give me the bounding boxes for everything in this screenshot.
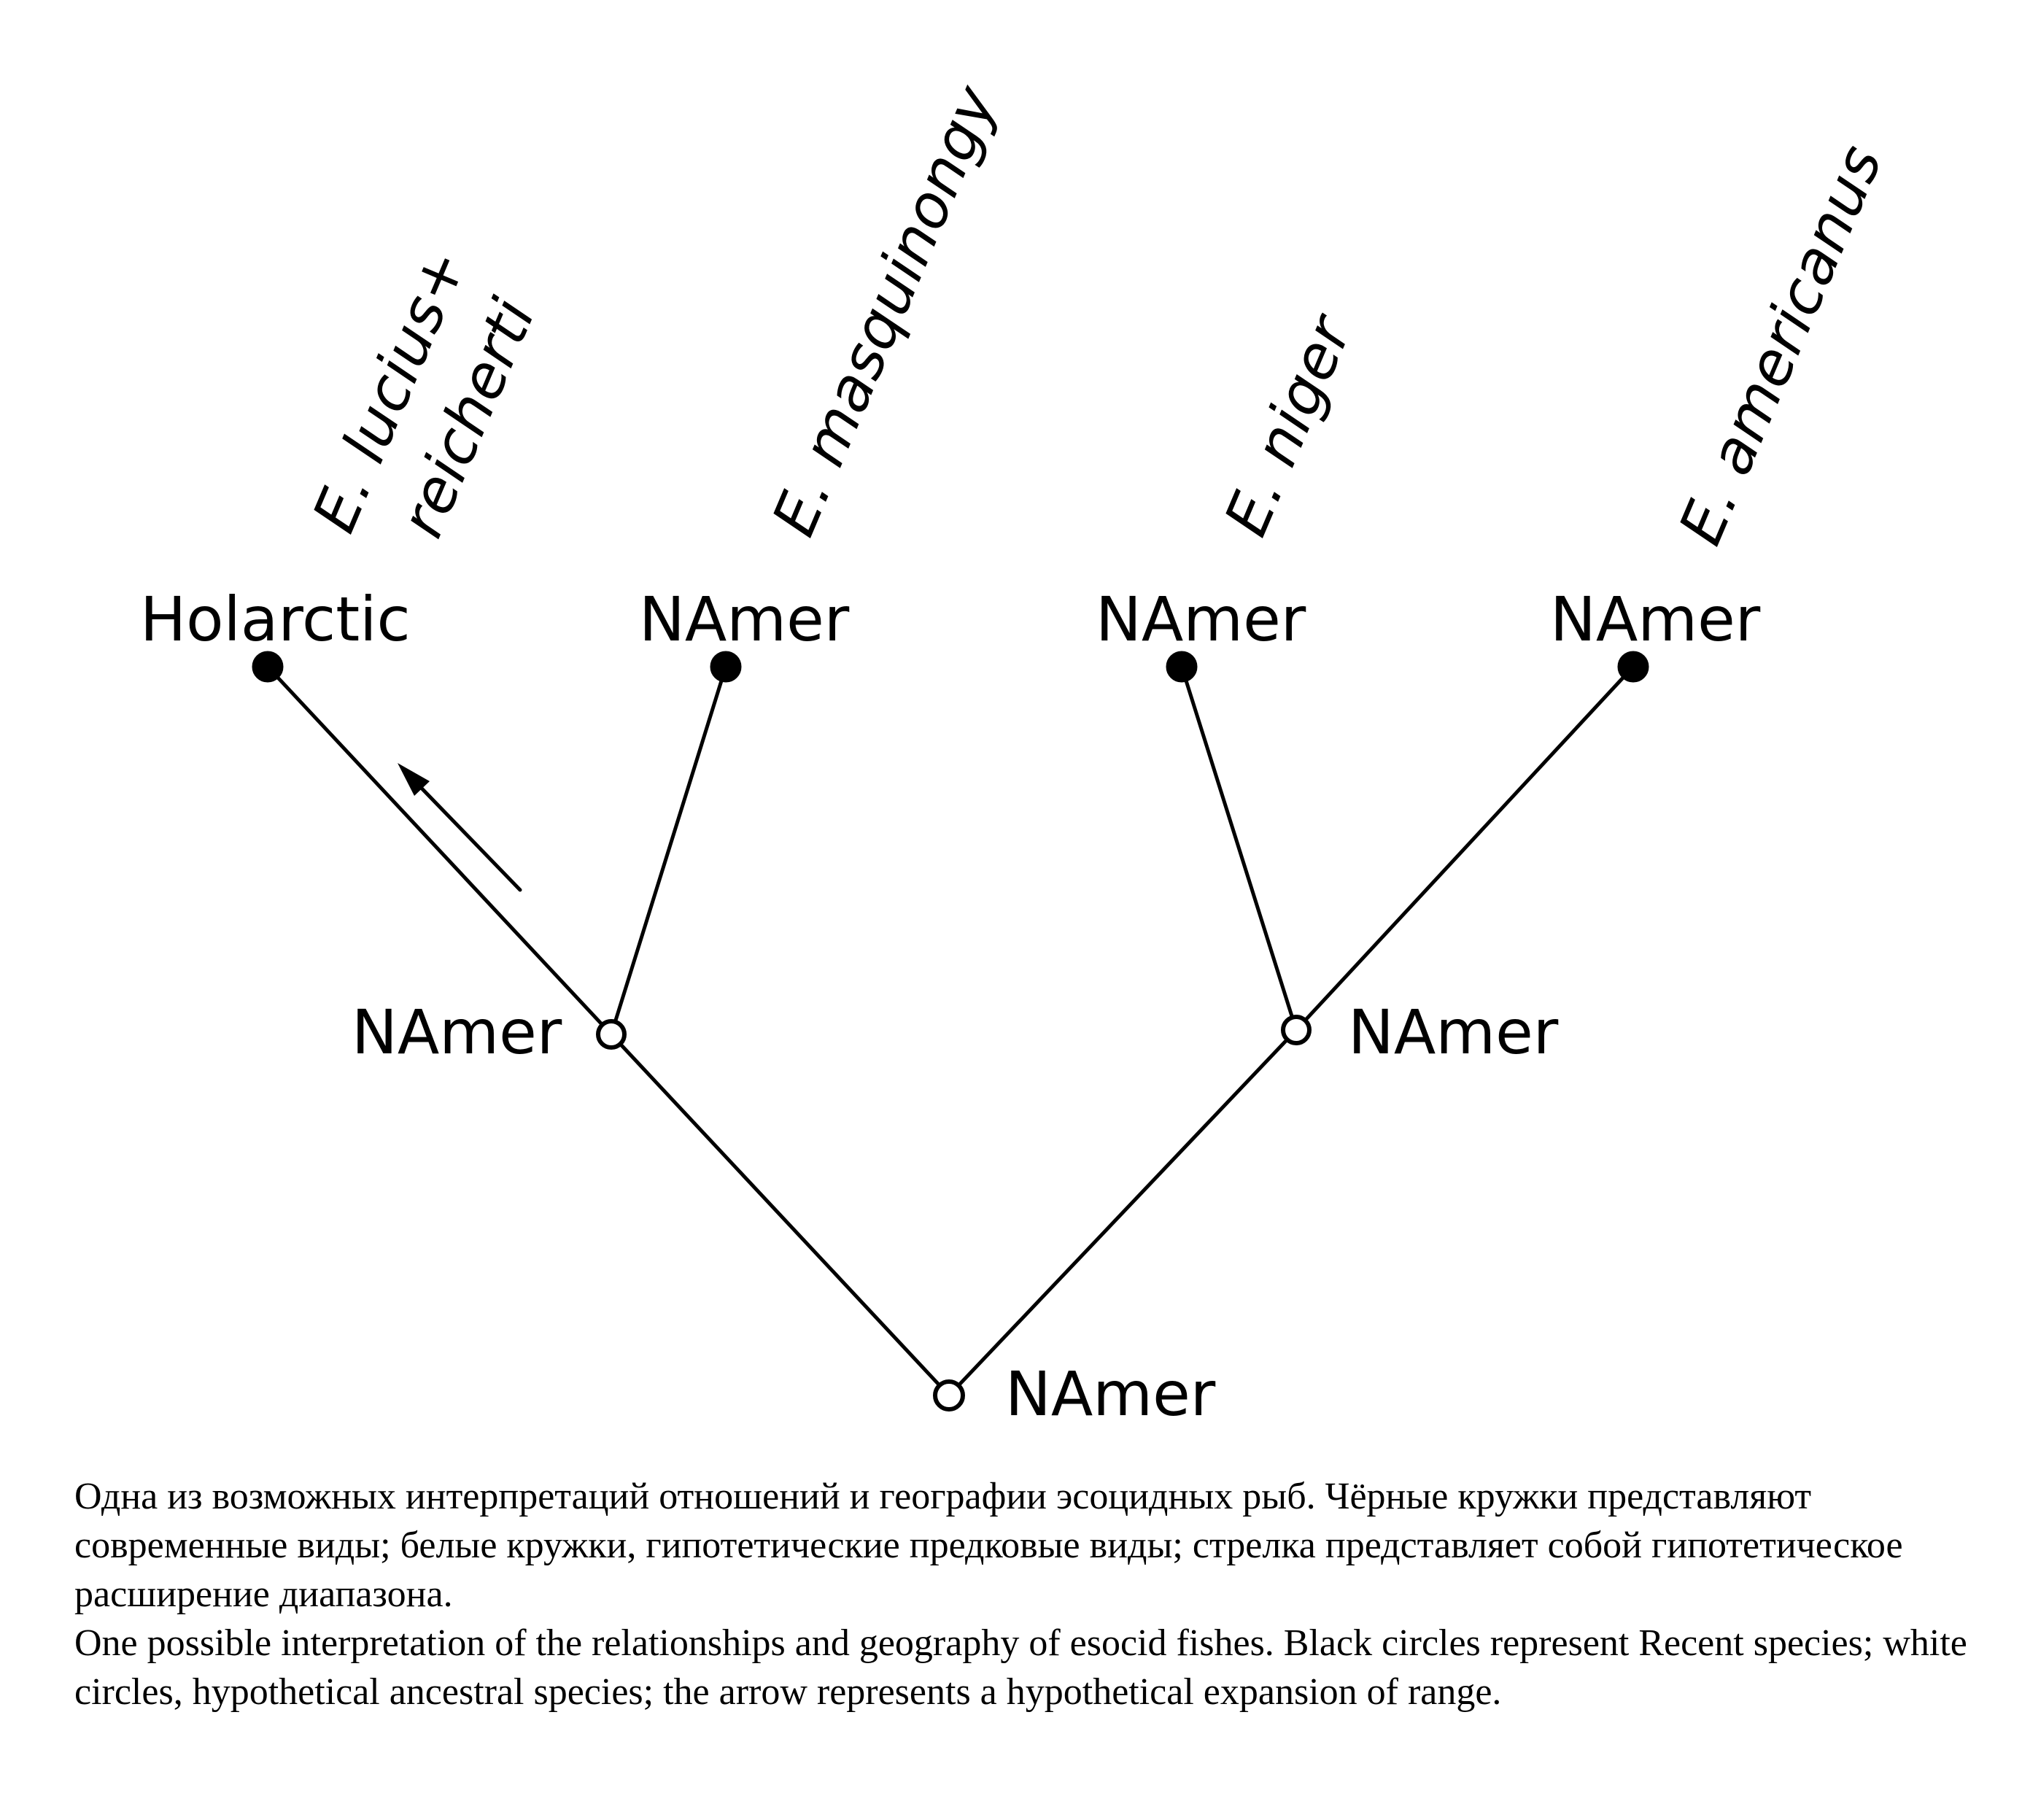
ancestral-node-root bbox=[933, 1379, 965, 1412]
ancestral-node-right bbox=[1281, 1015, 1312, 1045]
branch-root-right bbox=[947, 1028, 1298, 1398]
recent-species-node-holarctic bbox=[252, 651, 284, 683]
recent-species-node-niger bbox=[1166, 651, 1198, 683]
phylogeny-diagram: Holarctic NAmer NAmer NAmer NAmer NAmer … bbox=[140, 75, 1896, 1430]
branch-right-niger bbox=[1180, 665, 1298, 1032]
branch-right-americanus bbox=[1294, 665, 1635, 1032]
recent-species-node-americanus bbox=[1617, 651, 1649, 683]
ancestor-label-root: NAmer bbox=[1005, 1358, 1216, 1430]
species-label-niger: E. niger bbox=[1212, 304, 1366, 546]
ancestral-node-left bbox=[596, 1019, 627, 1050]
caption-english: One possible interpretation of the relat… bbox=[74, 1622, 1967, 1713]
ancestor-label-left: NAmer bbox=[352, 996, 562, 1068]
region-label-niger: NAmer bbox=[1096, 584, 1306, 655]
ancestor-label-right: NAmer bbox=[1348, 996, 1559, 1068]
region-label-americanus: NAmer bbox=[1550, 584, 1761, 655]
caption-russian: Одна из возможных интерпретаций отношени… bbox=[74, 1476, 1903, 1615]
species-label-americanus: E. americanus bbox=[1666, 136, 1896, 554]
branch-left-holarctic bbox=[266, 665, 613, 1037]
region-label-masquinongy: NAmer bbox=[639, 584, 850, 655]
recent-species-node-masquinongy bbox=[710, 651, 742, 683]
species-label-masquinongy: E. masquinongy bbox=[759, 75, 1011, 545]
range-expansion-arrow bbox=[398, 763, 522, 892]
region-label-holarctic: Holarctic bbox=[140, 584, 411, 655]
branch-root-left bbox=[609, 1032, 951, 1398]
figure-caption: Одна из возможных интерпретаций отношени… bbox=[74, 1472, 1986, 1716]
branch-left-masquinongy bbox=[609, 665, 728, 1037]
